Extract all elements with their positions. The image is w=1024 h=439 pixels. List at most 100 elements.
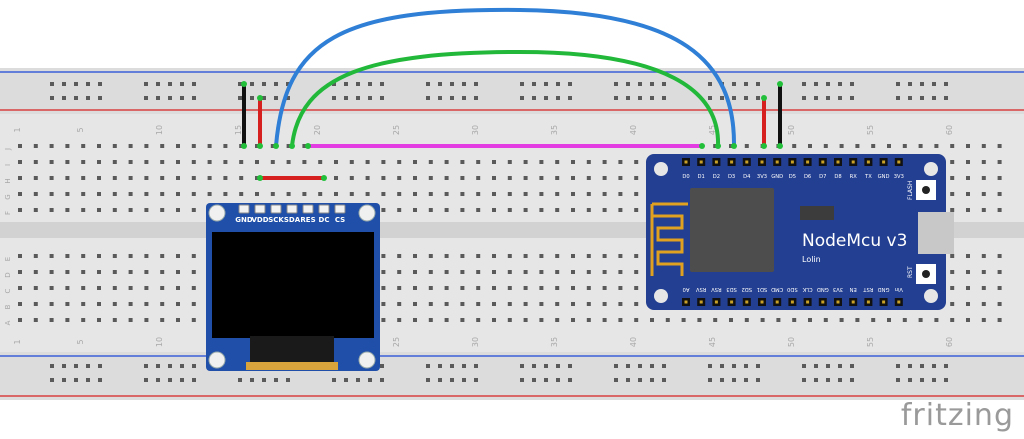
terminal-hole <box>934 144 939 148</box>
rail-hole <box>438 378 442 382</box>
oled-pin-label: SCK <box>268 216 284 224</box>
rail-hole <box>144 364 148 368</box>
rail-hole <box>650 364 654 368</box>
terminal-hole <box>270 192 275 196</box>
terminal-hole <box>191 144 196 148</box>
terminal-hole <box>634 286 639 290</box>
rail-hole <box>920 378 924 382</box>
terminal-hole <box>176 208 180 212</box>
blue-wire-sck[interactable] <box>274 7 737 148</box>
rail-hole <box>708 364 712 368</box>
terminal-hole <box>586 286 591 290</box>
rail-hole <box>756 378 760 382</box>
terminal-hole <box>81 286 86 290</box>
terminal-hole <box>571 208 575 212</box>
terminal-hole <box>428 176 433 180</box>
terminal-hole <box>966 302 970 306</box>
rail-hole <box>156 96 160 100</box>
oled-pin-label: RES <box>300 216 315 224</box>
rail-hole <box>156 378 160 382</box>
terminal-hole <box>318 160 323 164</box>
terminal-hole <box>286 160 291 164</box>
rail-hole <box>344 96 348 100</box>
terminal-hole <box>191 192 196 196</box>
rail-hole <box>356 96 360 100</box>
nodemcu-pin-contact <box>745 160 749 164</box>
nodemcu-pin-label: GND <box>878 174 890 180</box>
terminal-hole <box>839 144 844 148</box>
rail-hole <box>708 82 712 86</box>
terminal-hole <box>618 286 623 290</box>
rail-hole <box>626 364 630 368</box>
terminal-hole <box>492 254 496 258</box>
terminal-hole <box>286 192 291 196</box>
terminal-hole <box>966 192 970 196</box>
rail-hole <box>262 378 266 382</box>
wire-end-marker <box>273 143 279 149</box>
rail-hole <box>332 96 336 100</box>
wire-end-marker <box>241 143 247 149</box>
nodemcu-pin-contact <box>775 160 779 164</box>
terminal-hole <box>65 176 70 180</box>
rail-hole <box>250 378 254 382</box>
column-number: 20 <box>313 125 322 135</box>
terminal-hole <box>571 192 575 196</box>
terminal-hole <box>476 270 481 274</box>
oled-pin <box>254 204 266 214</box>
terminal-hole <box>839 318 844 322</box>
rail-hole <box>802 378 806 382</box>
flash-label: FLASH <box>907 181 914 200</box>
terminal-hole <box>349 160 354 164</box>
terminal-hole <box>997 270 1002 274</box>
rail-hole <box>838 96 842 100</box>
terminal-hole <box>997 318 1002 322</box>
nodemcu-pin-label: CLK <box>802 286 813 292</box>
bottom-power-rail <box>0 352 1024 400</box>
terminal-hole <box>176 286 180 290</box>
wire-end-marker <box>731 143 737 149</box>
rail-hole <box>238 82 242 86</box>
rail-hole <box>920 364 924 368</box>
terminal-hole <box>887 318 891 322</box>
wire-end-marker <box>699 143 705 149</box>
terminal-hole <box>65 192 70 196</box>
rail-hole <box>720 96 724 100</box>
nodemcu-pin-contact <box>851 300 855 304</box>
column-number: 35 <box>550 337 559 347</box>
rail-hole <box>932 364 936 368</box>
oled-pin <box>318 204 330 214</box>
nodemcu-pin-label: D1 <box>698 174 705 180</box>
terminal-hole <box>523 208 528 212</box>
rail-hole <box>192 378 196 382</box>
terminal-hole <box>681 318 686 322</box>
rail-hole <box>650 378 654 382</box>
terminal-hole <box>18 176 22 180</box>
terminal-hole <box>318 192 323 196</box>
terminal-hole <box>476 160 481 164</box>
terminal-hole <box>97 176 101 180</box>
green-wire-sda[interactable] <box>290 49 721 148</box>
nodemcu-mount-hole <box>654 162 668 176</box>
nodemcu-pin-contact <box>684 300 688 304</box>
terminal-hole <box>950 208 955 212</box>
terminal-hole <box>49 270 54 274</box>
terminal-hole <box>492 270 496 274</box>
terminal-hole <box>444 192 449 196</box>
terminal-hole <box>81 160 86 164</box>
rail-hole <box>756 96 760 100</box>
rail-hole <box>98 96 102 100</box>
column-number: 5 <box>76 339 85 344</box>
terminal-hole <box>33 254 38 258</box>
terminal-hole <box>492 192 496 196</box>
terminal-hole <box>81 144 86 148</box>
terminal-hole <box>18 192 22 196</box>
terminal-hole <box>618 176 623 180</box>
terminal-hole <box>808 318 812 322</box>
terminal-hole <box>33 208 38 212</box>
rail-hole <box>98 364 102 368</box>
terminal-hole <box>444 208 449 212</box>
terminal-hole <box>523 302 528 306</box>
rail-hole <box>638 364 642 368</box>
